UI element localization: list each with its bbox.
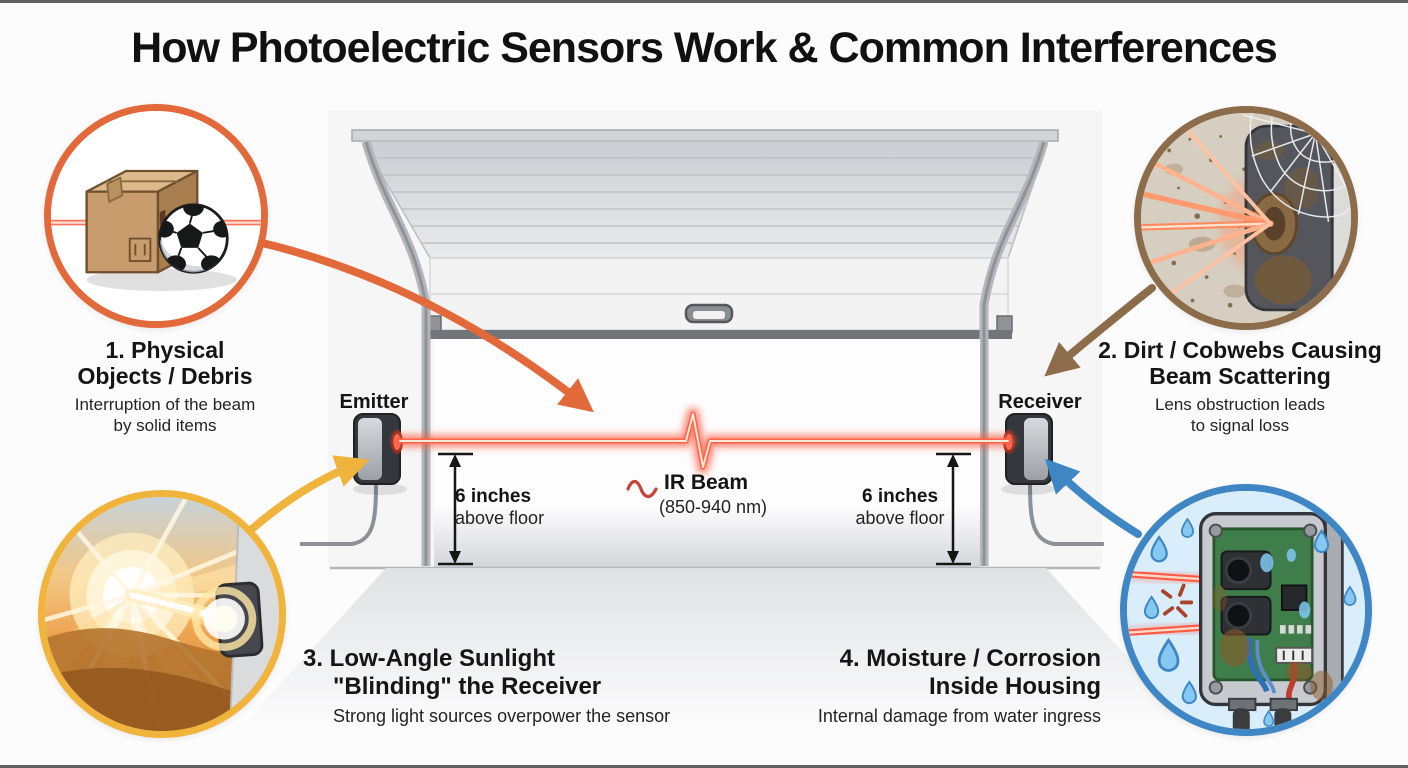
moisture-on-board xyxy=(1260,548,1311,619)
interference-4-description: Internal damage from water ingress xyxy=(817,706,1101,726)
receiver-device-icon xyxy=(1001,413,1104,546)
interference-3-description: Strong light sources overpower the senso… xyxy=(333,706,671,726)
sine-wave-icon xyxy=(626,479,658,499)
arrow-debris-to-beam xyxy=(254,238,594,413)
page-title: How Photoelectric Sensors Work & Common … xyxy=(131,24,1278,72)
door-handle-icon xyxy=(684,303,734,324)
interference-2-caption: 2. Dirt / Cobwebs Causing Beam Scatterin… xyxy=(1080,337,1400,436)
arrow-sunlight-to-emitter xyxy=(240,455,370,540)
cable-right xyxy=(1274,708,1292,729)
blinded-receiver-icon xyxy=(192,581,264,658)
emitter-label: Emitter xyxy=(339,391,409,413)
door-bottom-edge xyxy=(426,330,1012,339)
solder-pads xyxy=(1280,625,1312,634)
driveway-apron xyxy=(242,568,1190,726)
garage-door xyxy=(351,129,1059,566)
dimension-right xyxy=(936,452,971,566)
ir-beam-label: IR Beam xyxy=(664,471,749,494)
sensor-barrels xyxy=(1220,550,1272,636)
left-height-measurement: 6 inches above floor xyxy=(455,486,545,528)
interference-3-illustration xyxy=(38,490,286,738)
interference-4-title: 4. Moisture / Corrosion xyxy=(839,645,1101,672)
ir-beam-wavelength: (850-940 nm) xyxy=(659,497,768,517)
interference-2-title: 2. Dirt / Cobwebs Causing xyxy=(1098,337,1382,363)
interference-3-caption: 3. Low-Angle Sunlight "Blinding" the Rec… xyxy=(303,645,671,726)
interference-1-caption: 1. Physical Objects / Debris Interruptio… xyxy=(30,337,300,436)
wet-corroded-sensor-icon xyxy=(1127,491,1365,729)
interference-3-title: 3. Low-Angle Sunlight xyxy=(303,645,555,672)
interference-4-illustration xyxy=(1120,484,1372,736)
arrow-moisture-to-receiver xyxy=(1045,458,1142,538)
interference-1-description: Interruption of the beam xyxy=(74,395,256,414)
interference-1-illustration xyxy=(44,104,268,328)
interference-1-title: 1. Physical xyxy=(105,337,225,363)
rust-patches xyxy=(1212,585,1333,701)
sun-glare-icon xyxy=(45,497,279,731)
top-border xyxy=(0,0,1408,3)
beam-break-burst xyxy=(1161,583,1194,618)
right-height-measurement: 6 inches above floor xyxy=(855,486,945,528)
cobweb-icon xyxy=(1242,113,1351,222)
scattered-beams-icon xyxy=(1141,118,1274,299)
interference-2-illustration xyxy=(1134,106,1358,330)
ir-beam xyxy=(391,405,1017,476)
cable-left xyxy=(1232,708,1250,729)
dirty-lens-cobweb-icon xyxy=(1141,113,1351,323)
soccer-ball-icon xyxy=(158,203,229,274)
arrow-dirt-to-receiver xyxy=(1044,284,1156,377)
interference-2-description: Lens obstruction leads xyxy=(1154,395,1326,414)
interference-4-caption: 4. Moisture / Corrosion Inside Housing I… xyxy=(700,645,1101,727)
bottom-border xyxy=(0,765,1408,768)
dimension-left xyxy=(438,452,473,566)
box-and-ball-icon xyxy=(51,111,261,321)
receiver-label: Receiver xyxy=(998,391,1082,413)
door-roller-right xyxy=(996,315,1013,333)
